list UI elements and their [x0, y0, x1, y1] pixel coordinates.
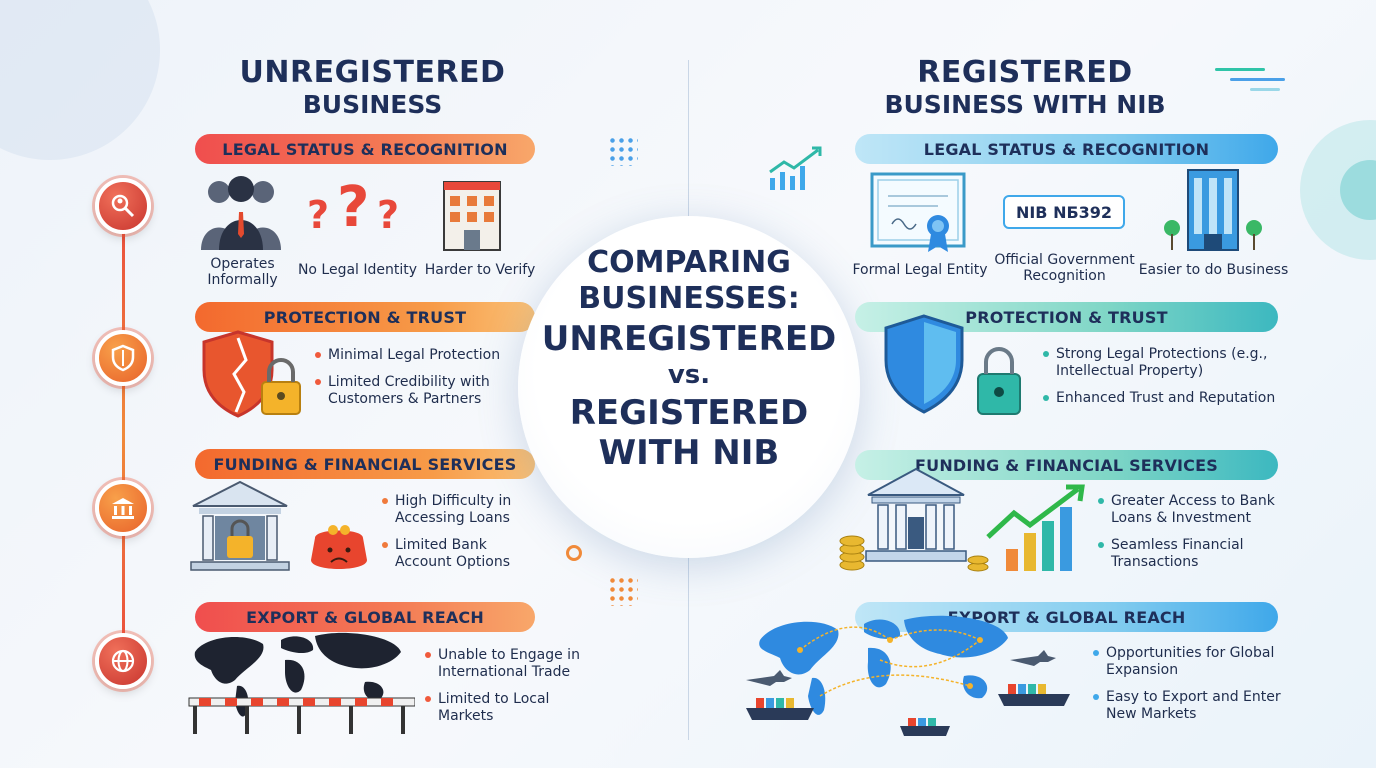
- deco-dots: [608, 136, 638, 166]
- bullet-greater-access-loans: Greater Access to Bank Loans & Investmen…: [1111, 493, 1275, 526]
- modern-building-icon: [1164, 169, 1262, 251]
- left-title: UNREGISTERED BUSINESS: [200, 55, 545, 119]
- center-title-circle: [518, 216, 860, 558]
- center-line-businesses: BUSINESSES:: [578, 281, 800, 316]
- svg-text:?: ?: [307, 193, 329, 237]
- bullet-minimal-legal-protection: Minimal Legal Protection: [328, 347, 501, 363]
- locked-bank-icon: [190, 480, 290, 571]
- no-legal-identity-caption: No Legal Identity: [297, 262, 418, 278]
- left-protection-bullets: Minimal Legal Protection Limited Credibi…: [315, 347, 528, 408]
- deco-line: [1250, 88, 1280, 91]
- funding-node: [95, 480, 151, 536]
- right-title-line1: REGISTERED: [917, 55, 1133, 90]
- certificate-icon: [870, 172, 966, 252]
- bullet-unable-international-trade: Unable to Engage in International Trade: [438, 647, 580, 680]
- left-banner-export: EXPORT & GLOBAL REACH: [195, 602, 535, 632]
- official-recognition-caption: Official Government Recognition: [994, 252, 1135, 284]
- question-marks-icon: ? ? ?: [307, 176, 399, 240]
- deco-dots: [608, 576, 638, 606]
- left-export-bullets: Unable to Engage in International Trade …: [425, 647, 598, 725]
- bullet-strong-legal-protections: Strong Legal Protections (e.g., Intellec…: [1056, 346, 1268, 379]
- global-trade-map-icon: [746, 615, 1070, 736]
- left-funding-bullets: High Difficulty in Accessing Loans Limit…: [382, 493, 535, 571]
- bank-growth-icon: [839, 467, 1085, 572]
- center-title: COMPARING BUSINESSES: UNREGISTERED vs. R…: [520, 245, 858, 473]
- left-title-line1: UNREGISTERED: [239, 55, 506, 90]
- center-line-comparing: COMPARING: [587, 245, 791, 280]
- broken-shield-icon: [202, 330, 301, 418]
- left-banner-funding: FUNDING & FINANCIAL SERVICES: [195, 449, 535, 479]
- blue-shield-lock-icon: [884, 314, 1021, 415]
- protection-node: [95, 330, 151, 386]
- deco-ring: [566, 545, 582, 561]
- easier-business-caption: Easier to do Business: [1138, 262, 1289, 278]
- bullet-enhanced-trust: Enhanced Trust and Reputation: [1056, 390, 1276, 406]
- left-banner-legal: LEGAL STATUS & RECOGNITION: [195, 134, 535, 164]
- growth-bars-icon: [769, 146, 822, 190]
- bullet-limited-local-markets: Limited to Local Markets: [438, 691, 550, 724]
- right-export-bullets: Opportunities for Global Expansion Easy …: [1093, 645, 1286, 723]
- sad-purse-icon: [311, 525, 367, 569]
- deco-line: [1215, 68, 1265, 71]
- svg-text:?: ?: [377, 193, 399, 237]
- right-banner-funding: FUNDING & FINANCIAL SERVICES: [855, 450, 1278, 480]
- magnifier-person-icon: [111, 194, 135, 218]
- bullet-easy-export: Easy to Export and Enter New Markets: [1106, 689, 1281, 722]
- harder-to-verify-caption: Harder to Verify: [424, 262, 536, 278]
- globe-icon: [111, 649, 135, 673]
- right-funding-bullets: Greater Access to Bank Loans & Investmen…: [1098, 493, 1286, 571]
- center-line-unregistered: UNREGISTERED: [541, 319, 837, 359]
- office-building-icon: [443, 181, 501, 251]
- bg-circle-decor: [0, 0, 160, 160]
- left-banner-protection: PROTECTION & TRUST: [195, 302, 535, 332]
- center-line-with-nib: WITH NIB: [598, 433, 780, 473]
- bullet-seamless-transactions: Seamless Financial Transactions: [1111, 537, 1244, 570]
- center-line-registered: REGISTERED: [569, 393, 809, 433]
- center-line-vs: vs.: [667, 360, 711, 390]
- export-node: [95, 633, 151, 689]
- right-protection-bullets: Strong Legal Protections (e.g., Intellec…: [1043, 346, 1286, 407]
- deco-line: [1230, 78, 1285, 81]
- svg-text:?: ?: [337, 176, 369, 240]
- right-title: REGISTERED BUSINESS WITH NIB: [850, 55, 1200, 119]
- bullet-global-expansion: Opportunities for Global Expansion: [1106, 645, 1275, 678]
- nib-badge-text: NIB NБ392: [1015, 202, 1113, 222]
- right-banner-legal: LEGAL STATUS & RECOGNITION: [855, 134, 1278, 164]
- businessman-silhouette-icon: [201, 176, 281, 250]
- formal-legal-entity-caption: Formal Legal Entity: [852, 262, 988, 278]
- bank-icon: [112, 498, 134, 519]
- bullet-high-difficulty-loans: High Difficulty in Accessing Loans: [395, 493, 512, 526]
- shield-icon: [111, 344, 135, 372]
- operates-informally-caption: Operates Informally: [207, 256, 278, 288]
- bullet-limited-bank-options: Limited Bank Account Options: [395, 537, 510, 570]
- nib-badge: NIB NБ392: [1003, 195, 1125, 229]
- left-title-line2: BUSINESS: [302, 90, 443, 119]
- legal-node: [95, 178, 151, 234]
- right-title-line2: BUSINESS WITH NIB: [884, 90, 1166, 119]
- world-map-barrier-icon: [188, 632, 415, 734]
- timeline-line: [122, 205, 125, 665]
- bullet-limited-credibility: Limited Credibility with Customers & Par…: [328, 374, 490, 407]
